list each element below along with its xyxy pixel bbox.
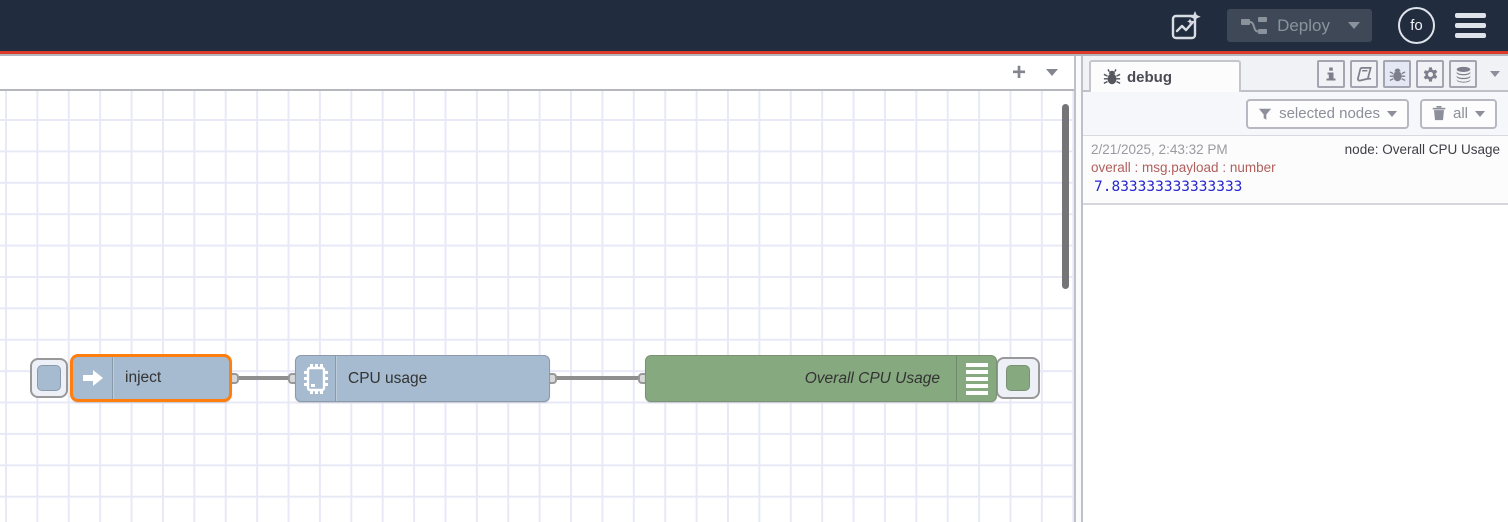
debug-timestamp: 2/21/2025, 2:43:32 PM — [1091, 142, 1228, 157]
deploy-status-bar — [0, 51, 1508, 56]
inject-arrow-icon — [73, 357, 113, 399]
canvas-vertical-scrollbar[interactable] — [1062, 104, 1069, 289]
flow-list-button[interactable] — [1046, 69, 1058, 76]
deploy-nodes-icon — [1241, 16, 1268, 34]
debug-clear-button[interactable]: all — [1419, 98, 1497, 129]
wire-cpu-to-debug[interactable] — [554, 376, 644, 380]
deploy-button[interactable]: Deploy — [1227, 9, 1372, 42]
bug-icon — [1103, 68, 1121, 85]
debug-filter-button[interactable]: selected nodes — [1246, 98, 1409, 129]
info-icon — [1326, 67, 1336, 81]
node-label: Overall CPU Usage — [804, 369, 940, 387]
gear-icon — [1423, 66, 1437, 82]
debug-toggle-button[interactable] — [996, 357, 1040, 399]
inject-trigger-button[interactable] — [30, 358, 68, 398]
deploy-options-caret[interactable] — [1348, 22, 1360, 29]
hamburger-icon — [1455, 13, 1486, 18]
sidebar-tabbar: debug — [1083, 56, 1508, 92]
main-menu-button[interactable] — [1453, 9, 1488, 42]
funnel-icon — [1258, 108, 1272, 120]
add-flow-button[interactable]: + — [1011, 58, 1026, 86]
debug-filter-label: selected nodes — [1279, 105, 1380, 122]
trash-icon — [1432, 106, 1446, 121]
wire-inject-to-cpu[interactable] — [236, 376, 292, 380]
flow-sparkle-icon — [1171, 10, 1201, 39]
bug-icon — [1389, 68, 1405, 81]
tab-context-button[interactable] — [1449, 60, 1477, 88]
cpu-chip-icon — [296, 356, 336, 401]
book-icon — [1356, 66, 1372, 81]
sidebar-menu-caret[interactable] — [1490, 71, 1500, 77]
debug-message-list: 2/21/2025, 2:43:32 PM node: Overall CPU … — [1083, 136, 1508, 522]
debug-output-icon — [956, 356, 996, 401]
tab-debug[interactable]: debug — [1089, 60, 1241, 92]
debug-toolbar: selected nodes all — [1083, 92, 1508, 136]
debug-message[interactable]: 2/21/2025, 2:43:32 PM node: Overall CPU … — [1083, 136, 1508, 205]
flow-canvas[interactable]: inject — [0, 91, 1074, 522]
database-icon — [1456, 66, 1470, 83]
assistant-button[interactable] — [1167, 7, 1205, 45]
tab-debug-label: debug — [1127, 68, 1172, 86]
node-label: CPU usage — [348, 369, 428, 387]
debug-clear-label: all — [1452, 105, 1468, 122]
sidebar: debug — [1081, 56, 1508, 522]
deploy-label: Deploy — [1277, 15, 1330, 35]
tab-config-button[interactable] — [1416, 60, 1444, 88]
tab-debug-button[interactable] — [1383, 60, 1411, 88]
workspace-tabbar: + — [0, 56, 1074, 91]
debug-value[interactable]: 7.833333333333333 — [1094, 179, 1243, 195]
tab-help-button[interactable] — [1350, 60, 1378, 88]
workspace-column: + — [0, 56, 1076, 522]
header: Deploy fo — [0, 0, 1508, 51]
node-overall-cpu-usage[interactable]: Overall CPU Usage — [645, 355, 997, 402]
tab-info-button[interactable] — [1317, 60, 1345, 88]
debug-source-node[interactable]: node: Overall CPU Usage — [1344, 142, 1500, 157]
user-avatar[interactable]: fo — [1398, 7, 1435, 44]
node-cpu-usage[interactable]: CPU usage — [295, 355, 550, 402]
avatar-initials: fo — [1410, 17, 1423, 34]
sidebar-splitter[interactable] — [1076, 56, 1081, 522]
node-label: inject — [125, 369, 162, 386]
node-inject[interactable]: inject — [70, 354, 232, 402]
debug-property: overall : msg.payload : number — [1091, 160, 1276, 175]
